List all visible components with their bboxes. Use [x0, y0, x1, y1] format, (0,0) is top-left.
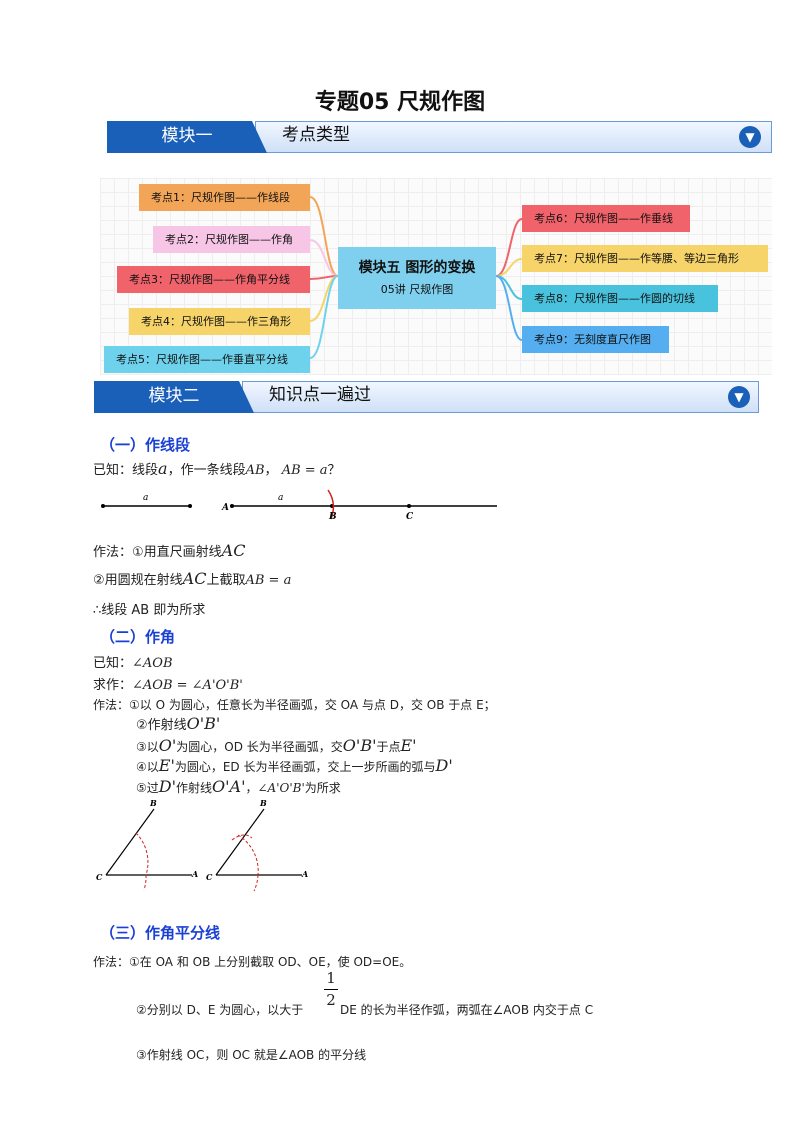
mindmap-node-9: 考点9：无刻度直尺作图 — [522, 326, 669, 353]
mindmap-node-3: 考点3：尺规作图——作角平分线 — [117, 266, 310, 293]
fig-label-B: B — [149, 798, 157, 808]
s2-figure: B C A B C A — [96, 798, 308, 892]
s3-method-2-prefix: ②分别以 D、E 为圆心，以大于 — [136, 1003, 304, 1017]
fraction-half: 1 2 — [324, 970, 338, 1008]
section-heading-1: （一）作线段 — [100, 436, 191, 454]
s3-method-3: ③作射线 OC，则 OC 就是∠AOB 的平分线 — [136, 1048, 367, 1062]
s2-given: 已知：∠AOB — [93, 656, 173, 671]
chevron-down-icon[interactable]: ▼ — [739, 126, 761, 148]
mindmap-node-5: 考点5：尺规作图——作垂直平分线 — [104, 346, 310, 373]
mindmap-center-title: 模块五 图形的变换 — [358, 260, 476, 276]
s1-given: 已知：线段a，作一条线段AB， AB = a？ — [93, 459, 341, 478]
page-title: 专题05 尺规作图 — [314, 90, 486, 115]
mindmap-center-subtitle: 05讲 尺规作图 — [380, 283, 454, 296]
fig-label-C: C — [206, 872, 213, 882]
mindmap-node-8: 考点8：尺规作图——作圆的切线 — [522, 285, 718, 312]
s1-step1: 作法：①用直尺画射线AC — [93, 541, 246, 560]
module-title: 知识点一遍过 — [269, 385, 371, 405]
s2-method-1: 作法：①以 O 为圆心，任意长为半径画弧，交 OA 与点 D，交 OB 于点 E… — [93, 698, 496, 712]
mindmap-node-6: 考点6：尺规作图——作垂线 — [522, 205, 690, 232]
s1-conclusion: ∴线段 AB 即为所求 — [93, 603, 206, 618]
mindmap-node-2: 考点2：尺规作图——作角 — [153, 226, 310, 253]
s1-figure: a a A B C — [101, 489, 497, 522]
fig-label-A: A — [191, 869, 198, 879]
s2-method-5: ⑤过D'作射线O'A'，∠A'O'B'为所求 — [136, 777, 341, 796]
s2-method-2: ②作射线O'B' — [136, 714, 221, 733]
fig-label-A: A — [221, 503, 229, 513]
module-tag: 模块一 — [107, 121, 267, 153]
s2-method-3: ③以O'为圆心，OD 长为半径画弧，交O'B'于点E' — [136, 736, 417, 755]
mindmap-center: 模块五 图形的变换 05讲 尺规作图 — [338, 247, 496, 309]
module-banner-2: 知识点一遍过 模块二 ▼ — [94, 381, 759, 413]
module-banner-1: 考点类型 模块一 ▼ — [107, 121, 772, 153]
fig-label-A: A — [301, 869, 308, 879]
module-title: 考点类型 — [282, 125, 350, 145]
mindmap-node-1: 考点1：尺规作图——作线段 — [139, 184, 310, 211]
module-tag: 模块二 — [94, 381, 254, 413]
chevron-down-icon[interactable]: ▼ — [728, 386, 750, 408]
mindmap-node-7: 考点7：尺规作图——作等腰、等边三角形 — [522, 245, 768, 272]
s2-ask: 求作：∠AOB = ∠A'O'B' — [93, 678, 243, 693]
s1-step2: ②用圆规在射线AC上截取AB = a — [93, 569, 292, 588]
s3-method-2-suffix: DE 的长为半径作弧，两弧在∠AOB 内交于点 C — [340, 1003, 594, 1017]
fig-label-B: B — [328, 512, 337, 522]
section-heading-3: （三）作角平分线 — [100, 924, 221, 942]
fig-label-a: a — [278, 493, 283, 503]
mind-map-connectors — [309, 196, 523, 359]
section-heading-2: （二）作角 — [100, 628, 176, 646]
fig-label-C: C — [406, 512, 414, 522]
mindmap-node-4: 考点4：尺规作图——作三角形 — [129, 308, 310, 335]
s2-method-4: ④以E'为圆心，ED 长为半径画弧，交上一步所画的弧与D' — [136, 756, 453, 775]
arc-mark — [327, 489, 335, 520]
fig-label-C: C — [96, 872, 103, 882]
s3-method-1: 作法：①在 OA 和 OB 上分别截取 OD、OE，使 OD=OE。 — [93, 955, 412, 969]
fig-label-a: a — [143, 493, 148, 503]
fig-label-B: B — [259, 798, 267, 808]
